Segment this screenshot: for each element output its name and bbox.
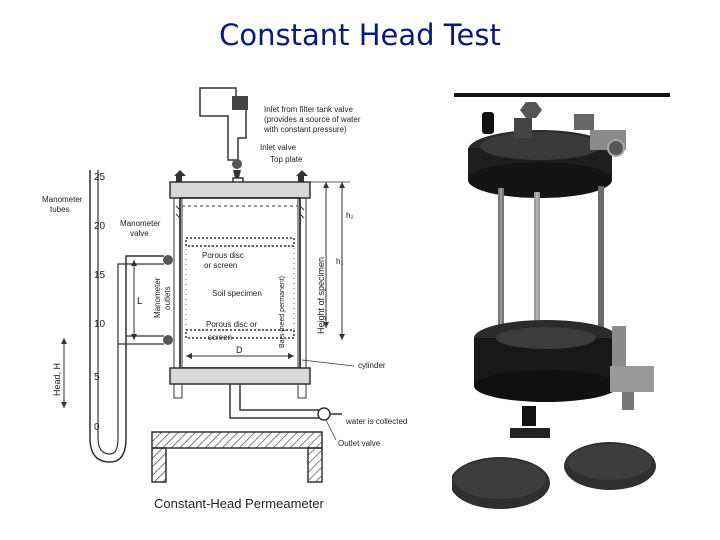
label-porous-top-2: or screen (204, 261, 237, 270)
label-porous-bottom-1: Porous disc or (206, 320, 257, 329)
scale-tick-25: 25 (94, 172, 106, 183)
manometer-tube (89, 170, 164, 463)
label-porous-top-1: Porous disc (202, 251, 244, 260)
label-height-of-specimen: Height of specimen (316, 257, 326, 334)
label-h2: h₂ (346, 211, 354, 220)
cylinder (179, 197, 301, 369)
permeameter-diagram: D 25 20 15 10 5 0 L Head, H h₂ h₁ Height… (42, 87, 407, 511)
label-bars: Bars (need permanent) (279, 276, 286, 348)
scale-tick-0: 0 (94, 422, 100, 433)
label-top-plate: Top plate (270, 155, 303, 164)
label-manometer-tubes-2: tubes (50, 205, 70, 214)
label-manometer-outlets-2: outlets (163, 286, 172, 310)
label-h1: h₁ (336, 257, 343, 266)
label-inlet-3: with constant pressure) (263, 125, 347, 134)
scale-tick-20: 20 (94, 221, 106, 232)
label-manometer-valve-2: valve (130, 229, 149, 238)
label-inlet-valve: Inlet valve (260, 143, 297, 152)
scale-tick-5: 5 (94, 372, 100, 383)
inlet-valve-icon (232, 159, 242, 169)
label-porous-bottom-2: screen (208, 333, 232, 342)
label-head-h: Head, H (52, 363, 62, 396)
label-outlet-valve: Outlet valve (338, 439, 381, 448)
bottom-plate (169, 367, 311, 385)
outlet-valve-icon (317, 407, 331, 421)
label-cylinder: cylinder (358, 361, 386, 370)
label-manometer-valve-1: Manometer (120, 219, 161, 228)
scale-tick-15: 15 (94, 270, 106, 281)
label-inlet-2: (provides a source of water (264, 115, 361, 124)
label-l: L (137, 296, 143, 307)
slide-title: Constant Head Test (219, 18, 501, 52)
scale-tick-10: 10 (94, 319, 106, 330)
porous-disc-top (185, 237, 295, 247)
label-d: D (236, 345, 243, 355)
label-manometer-outlets-1: Manometer (153, 277, 162, 318)
label-inlet-1: Inlet from filter tank valve (264, 105, 353, 114)
permeameter-photo (452, 88, 672, 513)
outlet-pipe (229, 384, 327, 419)
top-plate (169, 181, 311, 199)
label-soil-specimen: Soil specimen (212, 289, 262, 298)
label-water-collected: water is collected (345, 417, 407, 426)
label-manometer-tubes-1: Manometer (42, 195, 83, 204)
diagram-caption: Constant-Head Permeameter (154, 496, 324, 511)
porous-disc-bottom (185, 329, 295, 339)
stand-top (151, 431, 323, 449)
